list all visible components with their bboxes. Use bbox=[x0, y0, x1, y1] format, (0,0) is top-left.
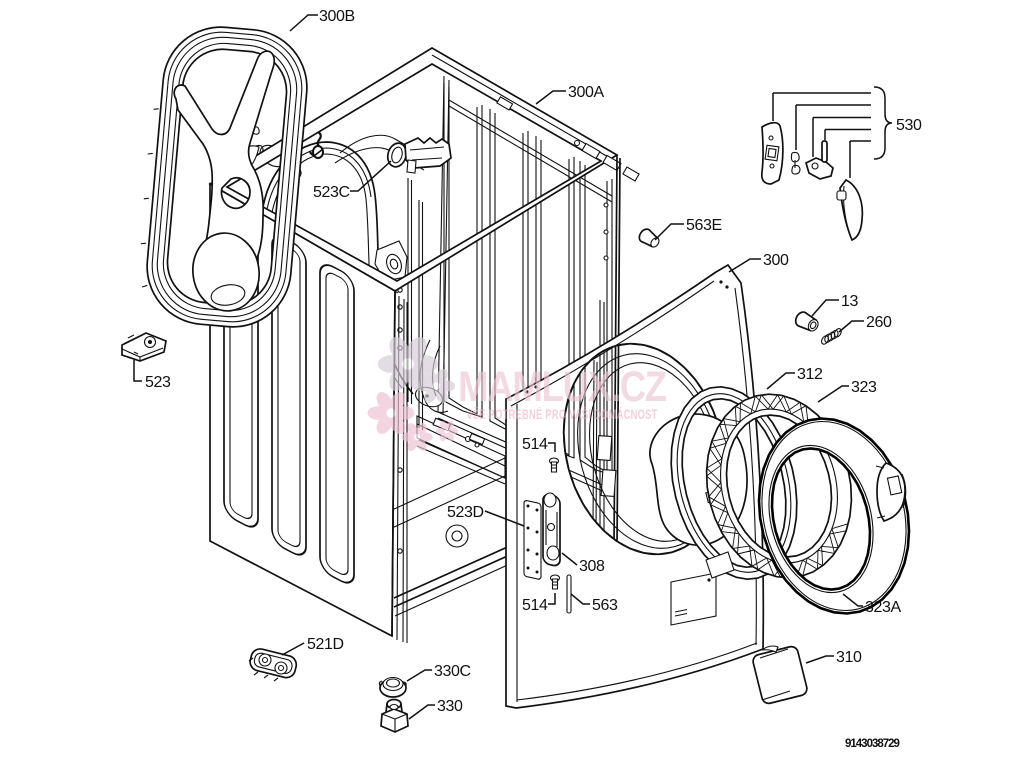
svg-text:330: 330 bbox=[437, 698, 463, 715]
svg-text:9143038729: 9143038729 bbox=[845, 738, 900, 750]
svg-text:300A: 300A bbox=[568, 84, 604, 101]
svg-text:VŠE POTŘEBNÉ PRO VAŠI DOMÁCNOS: VŠE POTŘEBNÉ PRO VAŠI DOMÁCNOST bbox=[466, 407, 657, 422]
svg-text:323A: 323A bbox=[865, 599, 901, 616]
svg-text:563E: 563E bbox=[686, 217, 722, 234]
svg-text:MAMLUX.CZ: MAMLUX.CZ bbox=[458, 363, 667, 410]
svg-text:260: 260 bbox=[866, 314, 892, 331]
svg-text:523C: 523C bbox=[313, 184, 350, 201]
svg-text:530: 530 bbox=[896, 117, 922, 134]
svg-text:323: 323 bbox=[851, 379, 877, 396]
svg-text:13: 13 bbox=[841, 293, 858, 310]
svg-text:300B: 300B bbox=[319, 8, 355, 25]
svg-text:523: 523 bbox=[145, 374, 171, 391]
svg-text:310: 310 bbox=[836, 649, 862, 666]
svg-text:330C: 330C bbox=[434, 663, 471, 680]
svg-text:514: 514 bbox=[522, 597, 548, 614]
svg-text:521D: 521D bbox=[307, 636, 344, 653]
svg-text:523D: 523D bbox=[447, 504, 484, 521]
svg-text:312: 312 bbox=[797, 366, 823, 383]
svg-text:563: 563 bbox=[592, 597, 618, 614]
svg-text:300: 300 bbox=[763, 252, 789, 269]
svg-text:514: 514 bbox=[522, 436, 548, 453]
svg-text:308: 308 bbox=[579, 558, 605, 575]
